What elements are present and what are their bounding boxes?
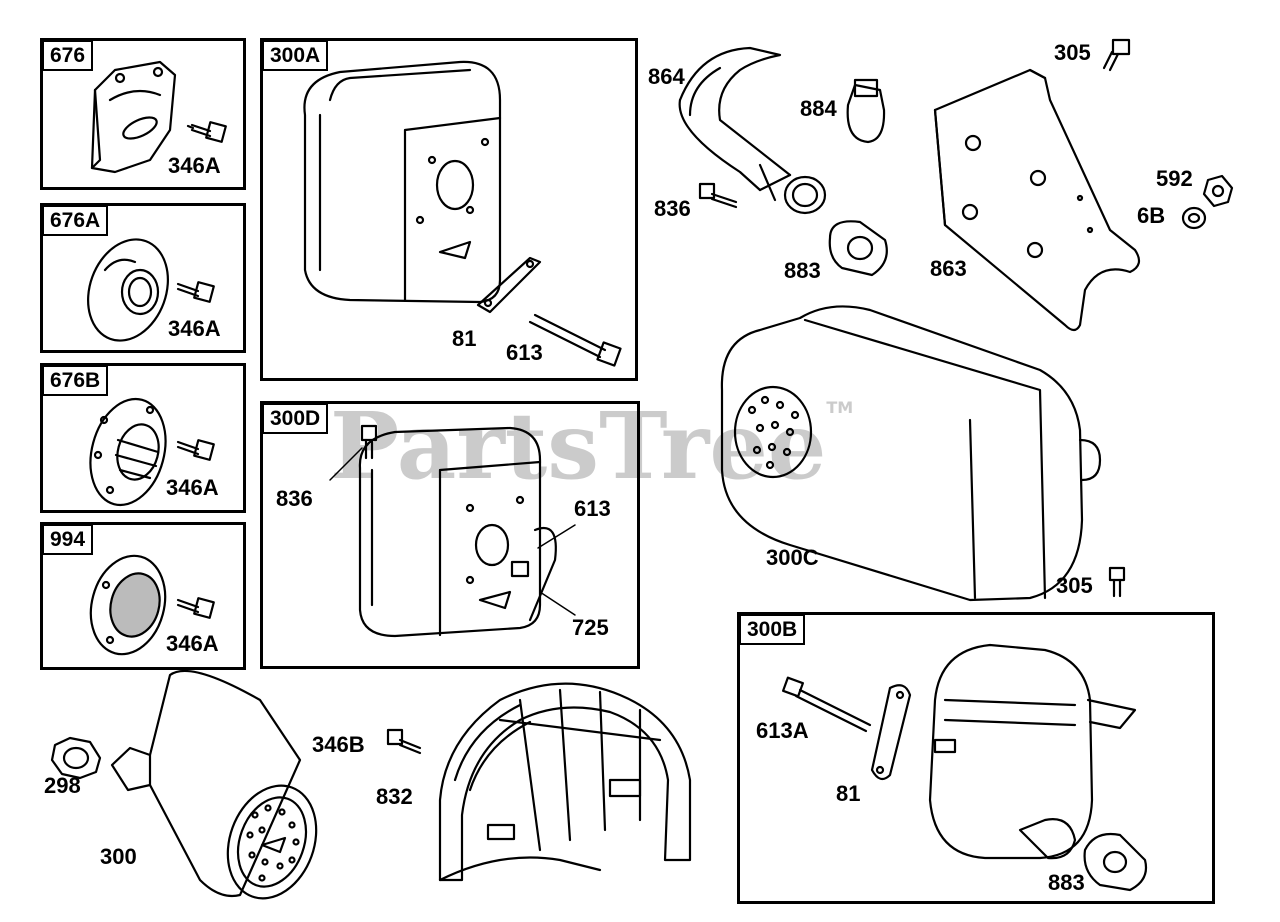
muffler-300-drawing [110, 669, 318, 900]
part-label-300: 300 [100, 844, 137, 869]
part-label-346A-3: 346A [166, 475, 219, 500]
part-label-884: 884 [800, 96, 837, 121]
part-label-725: 725 [572, 615, 609, 640]
group-tag-994: 994 [42, 524, 94, 555]
group-box-300D [260, 401, 640, 669]
muffler-300D-drawing [358, 426, 557, 638]
muffler-300A-drawing [303, 60, 502, 304]
part-label-883-top: 883 [784, 258, 821, 283]
group-box-300A [260, 38, 638, 381]
partstree-watermark: PartsTreeTM [330, 398, 854, 493]
clamp-81-300B-drawing [870, 684, 912, 781]
bolt-613A-drawing [781, 676, 872, 733]
part-label-613A: 613A [756, 718, 809, 743]
part-label-346A-4: 346A [166, 631, 219, 656]
exhaust-pipe-864-drawing [678, 46, 827, 215]
part-label-298: 298 [44, 773, 81, 798]
nut-592-drawing [1202, 174, 1234, 208]
screen-994-drawing [89, 554, 167, 656]
part-label-864: 864 [648, 64, 685, 89]
bracket-863-drawing [933, 68, 1141, 332]
part-label-346B: 346B [312, 732, 365, 757]
part-label-81-300B: 81 [836, 781, 861, 806]
part-label-346A-2: 346A [168, 316, 221, 341]
washer-6B-drawing [1181, 206, 1207, 230]
group-tag-676: 676 [42, 40, 94, 71]
bolt-305-mid-drawing [1108, 566, 1126, 598]
gasket-883-bottom-drawing [1083, 832, 1148, 892]
part-label-592: 592 [1156, 166, 1193, 191]
bolt-346A-2-drawing [176, 281, 215, 303]
group-tag-300B: 300B [739, 614, 806, 645]
bolt-346B-drawing [386, 728, 422, 755]
group-box-994 [40, 522, 246, 670]
bolt-346A-3-drawing [176, 439, 215, 461]
group-tag-300A: 300A [262, 40, 329, 71]
group-tag-676A: 676A [42, 205, 109, 236]
deflector-676A-drawing [87, 238, 169, 342]
part-label-863: 863 [930, 256, 967, 281]
leader-725 [539, 591, 576, 616]
part-label-346A-1: 346A [168, 153, 221, 178]
group-box-676 [40, 38, 246, 190]
heat-shield-832-drawing [438, 682, 692, 882]
bolt-346A-1-drawing [186, 121, 227, 143]
muffler-300B-drawing [928, 643, 1137, 860]
leader-613-300D [537, 524, 576, 549]
bolt-346A-4-drawing [176, 597, 215, 619]
part-label-836-300D: 836 [276, 486, 313, 511]
watermark-trademark: TM [826, 398, 854, 417]
part-label-832: 832 [376, 784, 413, 809]
lock-nut-298-drawing [50, 736, 102, 780]
part-label-305-mid: 305 [1056, 573, 1093, 598]
group-box-676B [40, 363, 246, 513]
muffler-guard-676-drawing [90, 60, 177, 174]
group-tag-676B: 676B [42, 365, 109, 396]
bolt-836-300D-drawing [329, 424, 378, 481]
bolt-613-300A-drawing [528, 313, 622, 367]
spark-arrester-676B-drawing [89, 397, 167, 507]
muffler-300C-drawing [720, 305, 1102, 602]
gasket-883-top-drawing [828, 220, 888, 277]
group-tag-300D: 300D [262, 403, 329, 434]
part-label-81-300A: 81 [452, 326, 477, 351]
part-label-305-top: 305 [1054, 40, 1091, 65]
part-label-613-300A: 613 [506, 340, 543, 365]
part-label-883-bottom: 883 [1048, 870, 1085, 895]
bolt-836-top-drawing [698, 182, 738, 209]
clamp-81-300A-drawing [476, 256, 542, 314]
part-label-300C: 300C [766, 545, 819, 570]
part-label-6B: 6B [1137, 203, 1166, 228]
clamp-884-drawing [846, 78, 886, 144]
group-box-300B [737, 612, 1215, 904]
watermark-text: PartsTree [330, 392, 827, 500]
group-box-676A [40, 203, 246, 353]
bolt-305-top-drawing [1102, 38, 1131, 72]
part-label-613-300D: 613 [574, 496, 611, 521]
part-label-836-top: 836 [654, 196, 691, 221]
